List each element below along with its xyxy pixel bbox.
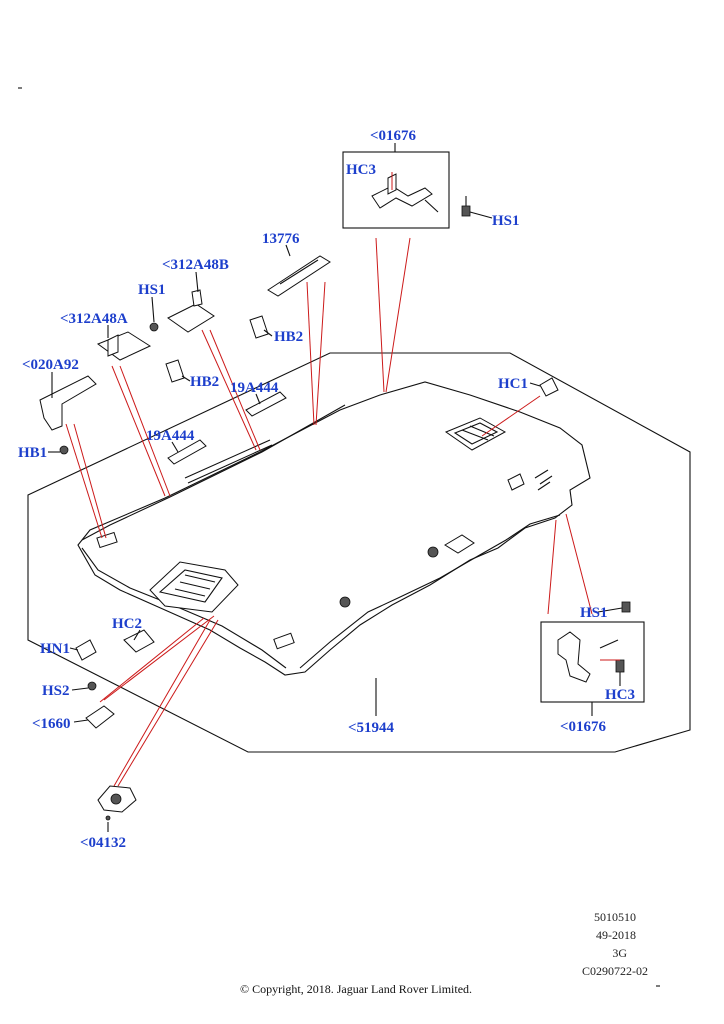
callout-04132: <04132: [80, 835, 126, 851]
headliner-edge-side: [81, 404, 346, 541]
ref-line-3: 3G: [612, 946, 627, 960]
part-1660-pad: [85, 705, 115, 729]
clip-hb2-b: [165, 359, 185, 383]
clip-hb2-a: [249, 315, 269, 339]
ref-line-4: C0290722-02: [582, 964, 648, 978]
grab-handle-strip-2: [187, 444, 273, 484]
headliner-clip-2: [339, 596, 351, 608]
callout-1660: <1660: [32, 716, 71, 732]
recess-rear: [273, 632, 295, 650]
callout-hs1-left: HS1: [138, 282, 166, 298]
callout-hb1: HB1: [18, 445, 47, 461]
callout-020a92: <020A92: [22, 357, 79, 373]
callout-hs1-right: HS1: [580, 605, 608, 621]
part-020a92-bracket: [39, 375, 97, 431]
callout-hn1: HN1: [40, 641, 70, 657]
headliner-clip-3: [444, 534, 475, 554]
callout-hb2-a: HB2: [274, 329, 303, 345]
copyright-notice: © Copyright, 2018. Jaguar Land Rover Lim…: [240, 982, 472, 996]
callout-19a444-a: 19A444: [230, 380, 279, 396]
headliner-clip-1: [427, 546, 439, 558]
callout-01676-right: <01676: [560, 719, 607, 735]
clip-hb1: [59, 445, 69, 455]
callout-hc3-top: HC3: [346, 162, 376, 178]
part-hc2: [123, 629, 155, 653]
headliner-panel: [77, 381, 591, 676]
part-04132-dome-light: [97, 785, 137, 821]
ref-line-2: 49-2018: [596, 928, 636, 942]
part-19a444-b: [167, 439, 207, 465]
headliner-clip-4: [507, 473, 525, 491]
callout-hs2: HS2: [42, 683, 70, 699]
screw-hs2: [87, 681, 97, 691]
screw-hs1-left: [149, 322, 159, 332]
overhead-console-area: [149, 561, 239, 613]
part-13776-strip: [267, 255, 331, 297]
frame-outline: [27, 352, 691, 753]
headliner-edge-rear: [299, 514, 561, 669]
callout-13776: 13776: [262, 231, 300, 247]
callout-19a444-b: 19A444: [146, 428, 195, 444]
callout-hc3-right: HC3: [605, 687, 635, 703]
detail-box-top: [342, 151, 450, 229]
grab-handle-strip-1: [184, 439, 271, 479]
red-leaders: [65, 172, 620, 787]
callout-hb2-b: HB2: [190, 374, 219, 390]
callout-hc2: HC2: [112, 616, 142, 632]
clip-hn1: [75, 639, 97, 661]
callout-01676-top: <01676: [370, 128, 417, 144]
callout-hc1: HC1: [498, 376, 528, 392]
part-312a48b-bracket: [167, 289, 215, 333]
rear-dome-light-housing: [444, 417, 507, 451]
black-leaders: [48, 143, 623, 832]
callout-312a48b: <312A48B: [162, 257, 229, 273]
bracket-right: [557, 631, 619, 683]
callout-312a48a: <312A48A: [60, 311, 128, 327]
part-19a444-a: [245, 391, 287, 417]
part-312a48a-bracket: [96, 331, 152, 361]
screw-hs1-top: [461, 196, 471, 217]
screw-hs1-right: [621, 601, 631, 613]
callout-51944: <51944: [348, 720, 395, 736]
clip-hc3-right: [615, 659, 625, 673]
clip-hc1: [539, 377, 559, 397]
callout-hs1-top: HS1: [492, 213, 520, 229]
headliner-clip-5: [534, 469, 553, 491]
ref-line-1: 5010510: [594, 910, 636, 924]
